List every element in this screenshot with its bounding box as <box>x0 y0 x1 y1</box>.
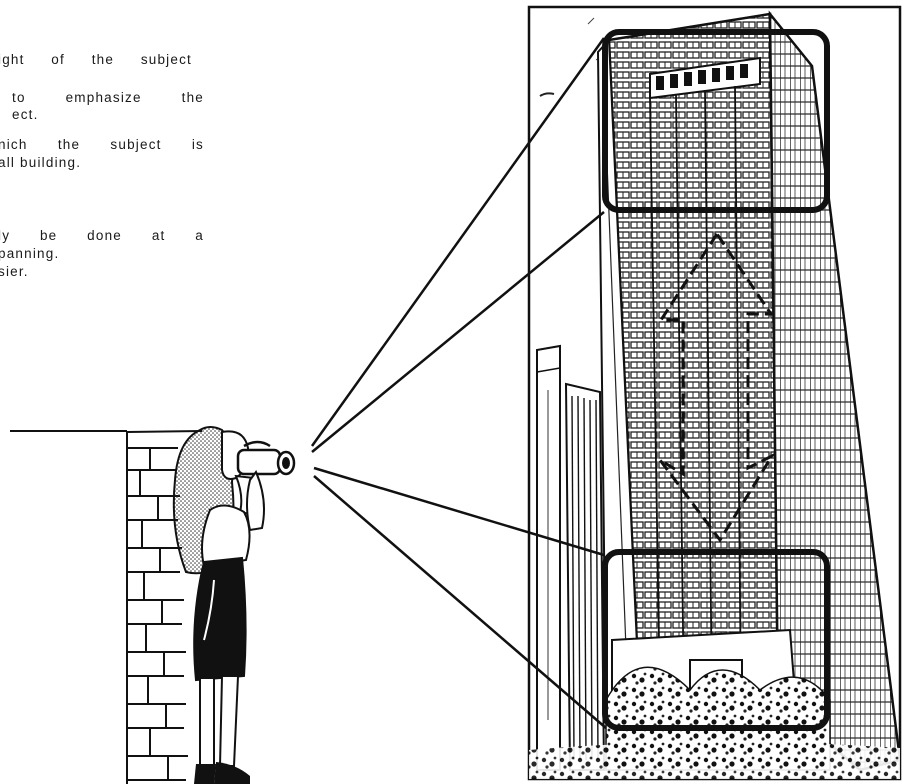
camera-operator <box>174 427 294 784</box>
building-photo <box>529 7 900 779</box>
brick-wall <box>10 431 202 784</box>
